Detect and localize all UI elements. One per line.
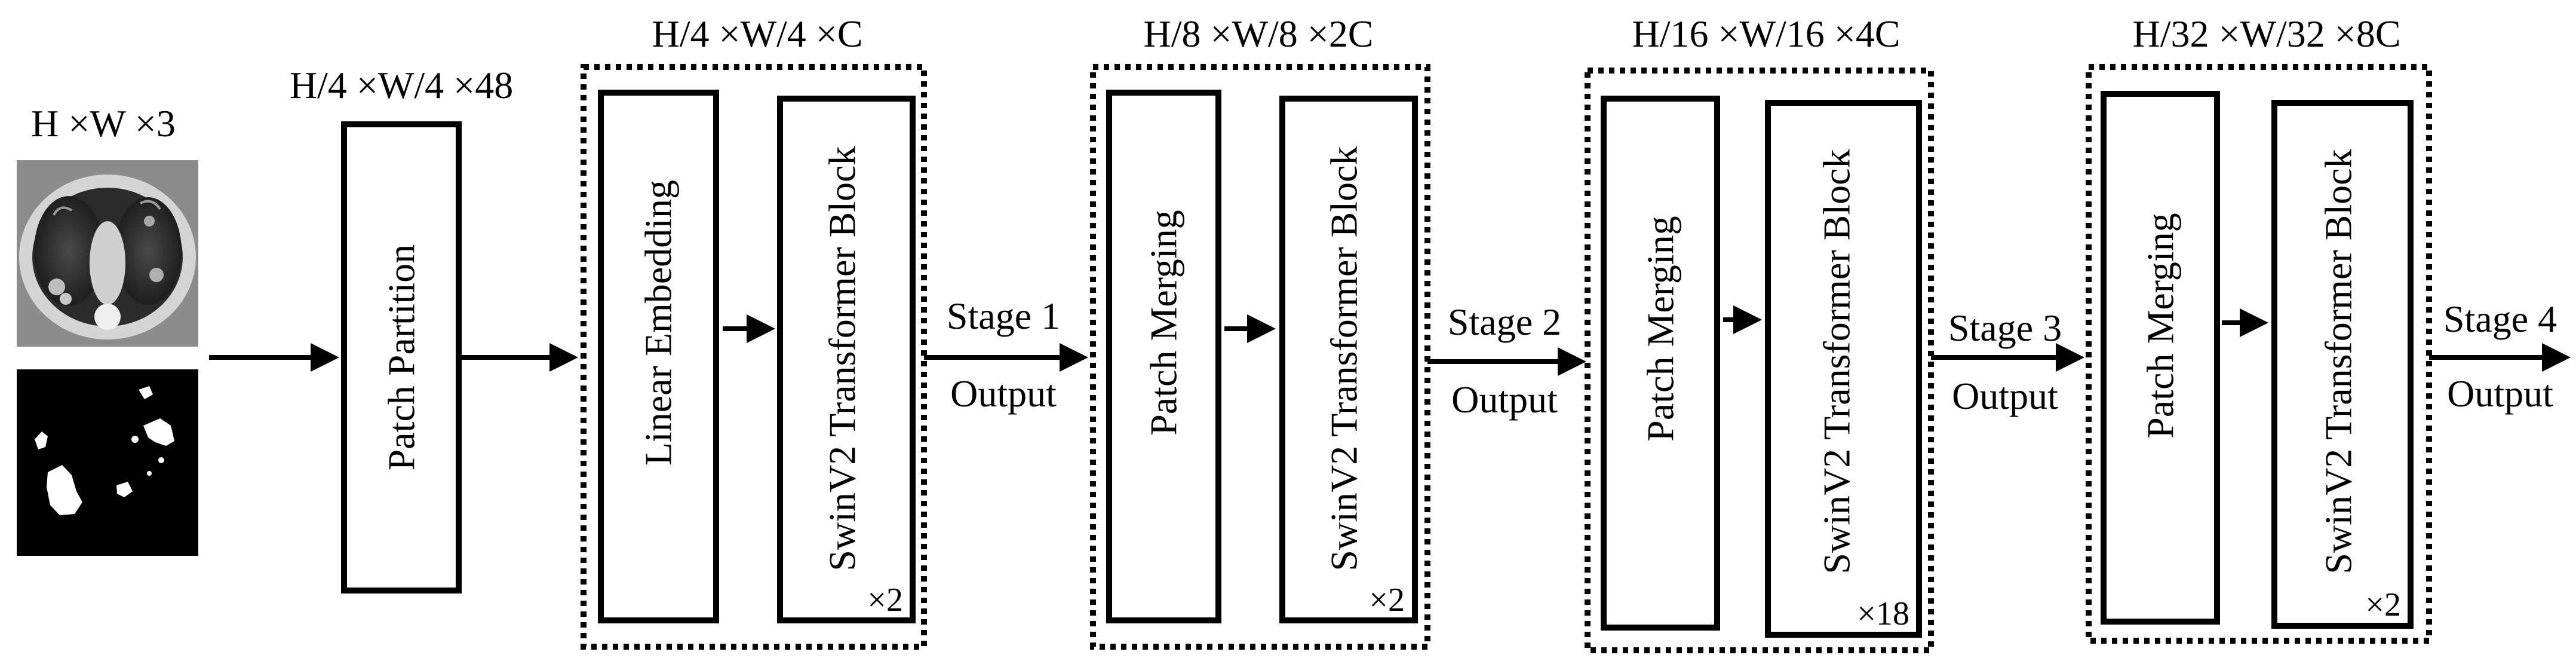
stage-1-linear-embedding-block xyxy=(598,90,719,623)
stage-3-dims-label: H/16 ×W/16 ×4C xyxy=(1632,13,1900,55)
stage-2: H/8 ×W/8 ×2C Patch Merging SwinV2 Transf… xyxy=(1090,13,1430,650)
stage-3-repeat-count: ×18 xyxy=(1857,595,1909,632)
input-dims-label: H ×W ×3 xyxy=(31,102,176,145)
stage-3-patch-merging-block xyxy=(1601,96,1720,631)
stage-2-patch-merging-label: Patch Merging xyxy=(1143,210,1185,435)
stage-4-container xyxy=(2086,64,2432,644)
stage-1-output-label: Stage 1 xyxy=(947,295,1060,337)
stage-4-output-label-2: Output xyxy=(2447,372,2553,415)
stage-4-swinv2-label: SwinV2 Transformer Block xyxy=(2317,149,2360,574)
stage-2-output-label-2: Output xyxy=(1451,378,1558,421)
stage-2-container xyxy=(1090,64,1430,650)
stage-3-patch-merging-label: Patch Merging xyxy=(1639,216,1682,441)
ct-scan-image xyxy=(17,160,198,347)
stage-1-linear-embedding-label: Linear Embedding xyxy=(637,180,680,466)
stage-3-output-label-2: Output xyxy=(1952,375,2058,417)
stage-2-repeat-count: ×2 xyxy=(1369,582,1405,619)
stage-2-dims-label: H/8 ×W/8 ×2C xyxy=(1143,13,1373,55)
stage-1-container xyxy=(581,64,927,650)
stage-1-output-label-2: Output xyxy=(950,372,1057,415)
stage-2-swinv2-block xyxy=(1279,96,1418,623)
stage-3: H/16 ×W/16 ×4C Patch Merging SwinV2 Tran… xyxy=(1585,13,1934,653)
lesion-mask-image xyxy=(17,369,198,556)
stage-1-swinv2-label: SwinV2 Transformer Block xyxy=(821,146,864,571)
stage-1-dims-label: H/4 ×W/4 ×C xyxy=(652,13,862,55)
stage-1-repeat-count: ×2 xyxy=(867,582,903,619)
stage-4-patch-merging-label: Patch Merging xyxy=(2139,213,2182,438)
stage-4-output-label: Stage 4 xyxy=(2443,298,2557,340)
stage-3-output-label: Stage 3 xyxy=(1948,307,2062,349)
patch-partition-dims-label: H/4 ×W/4 ×48 xyxy=(290,64,513,106)
stage-3-swinv2-label: SwinV2 Transformer Block xyxy=(1816,149,1858,574)
stage-4-swinv2-block xyxy=(2271,100,2414,629)
stage-4-patch-merging-block xyxy=(2101,91,2220,625)
stage-1-swinv2-block xyxy=(777,96,916,623)
stage-4-dims-label: H/32 ×W/32 ×8C xyxy=(2132,13,2400,55)
stage-2-output-label: Stage 2 xyxy=(1448,301,1561,343)
stage-2-patch-merging-block xyxy=(1106,90,1221,623)
stage-4: H/32 ×W/32 ×8C Patch Merging SwinV2 Tran… xyxy=(2086,13,2432,644)
patch-partition-label: Patch Partition xyxy=(380,244,423,471)
stage-1: H/4 ×W/4 ×C Linear Embedding SwinV2 Tran… xyxy=(581,13,927,650)
stage-3-swinv2-block xyxy=(1765,100,1922,638)
stage-4-repeat-count: ×2 xyxy=(2365,586,2401,623)
stage-2-swinv2-label: SwinV2 Transformer Block xyxy=(1323,146,1365,571)
